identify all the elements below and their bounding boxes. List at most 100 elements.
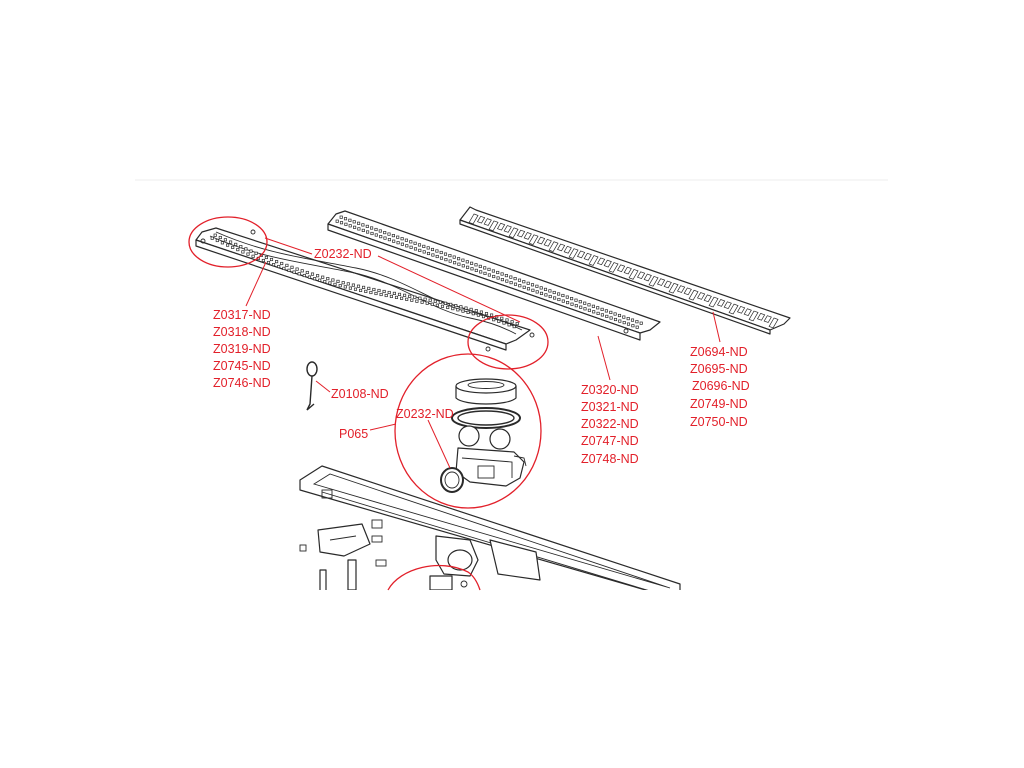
grate-left-wave-perforation bbox=[215, 238, 219, 243]
grate-middle-perforation bbox=[492, 274, 496, 279]
grate-middle-perforation bbox=[553, 296, 557, 300]
grate-left-wave-perforation bbox=[239, 245, 243, 249]
grate-middle-perforation bbox=[426, 251, 431, 256]
grate-left-wave-perforation bbox=[369, 290, 373, 295]
grate-middle-perforation bbox=[609, 310, 613, 314]
grate-middle-perforation bbox=[539, 291, 544, 295]
grate-left-wave-perforation bbox=[272, 263, 276, 267]
grate-right-slot bbox=[748, 310, 759, 322]
grate-left-wave-perforation bbox=[318, 278, 322, 282]
grate-middle-perforation bbox=[465, 260, 469, 264]
grate-right-slot bbox=[703, 294, 712, 303]
grate-left-wave-perforation bbox=[364, 289, 368, 293]
grate-right-slot bbox=[583, 252, 592, 261]
grate-left-wave-perforation bbox=[292, 270, 296, 274]
grate-middle-perforation bbox=[613, 317, 618, 322]
grate-right-slot bbox=[468, 213, 479, 225]
grate-middle-perforation bbox=[618, 319, 622, 323]
grate-middle-perforation bbox=[470, 261, 474, 265]
grate-middle-perforation bbox=[339, 215, 343, 219]
grate-middle-perforation bbox=[639, 321, 643, 325]
label-gasket: Z0232-ND bbox=[396, 407, 454, 421]
grate-middle-perforation bbox=[422, 250, 426, 254]
grate-middle-perforation bbox=[578, 300, 582, 304]
grate-middle-perforation bbox=[392, 239, 396, 243]
grate-middle-perforation bbox=[461, 258, 465, 262]
grate-middle-perforation bbox=[587, 308, 591, 312]
grate-left-wave-perforation bbox=[343, 285, 347, 289]
grate-right-slot bbox=[597, 257, 606, 266]
grate-right-slot bbox=[577, 250, 586, 259]
grate-left-wave-perforation bbox=[469, 307, 473, 311]
grate-middle-perforation bbox=[622, 315, 626, 319]
grate-left-wave-perforation bbox=[254, 251, 258, 255]
grate-left-wave-perforation bbox=[425, 301, 429, 305]
grate-left-wave-perforation bbox=[454, 304, 458, 308]
grate-middle-perforation bbox=[457, 262, 461, 266]
grate-middle-perforation bbox=[526, 281, 530, 285]
grate-left-wave-perforation bbox=[476, 313, 480, 317]
grate-left-hole-c bbox=[485, 346, 491, 352]
grate-middle-perforation bbox=[505, 279, 509, 283]
grate-right-slot bbox=[537, 236, 546, 245]
grate-left-wave-perforation bbox=[236, 248, 240, 252]
grate-right-slot bbox=[588, 255, 599, 266]
grate-left-wave-perforation bbox=[379, 292, 383, 297]
callout-circle-siphon bbox=[394, 353, 542, 509]
grate-right-slot bbox=[677, 285, 686, 293]
grate-left-wave-perforation bbox=[464, 306, 468, 310]
grate-right-slot bbox=[483, 218, 492, 226]
grate-middle-perforation bbox=[478, 264, 482, 268]
grate-right-slot bbox=[668, 282, 679, 294]
grate-middle-perforation bbox=[557, 297, 561, 302]
grate-middle-perforation bbox=[500, 272, 504, 276]
grate-middle-perforation bbox=[604, 309, 608, 313]
grate-left-wave-perforation bbox=[290, 265, 294, 269]
grate-left-wave-perforation bbox=[443, 301, 448, 305]
grate-left-wave-perforation bbox=[264, 255, 268, 260]
grate-left-wave-perforation bbox=[297, 272, 301, 276]
leader-gasket bbox=[427, 419, 451, 469]
grate-left-wave-perforation bbox=[285, 263, 289, 267]
grate-middle-perforation bbox=[509, 275, 513, 279]
label-mid-grate-3: Z0322-ND bbox=[581, 417, 639, 431]
grate-middle-perforation bbox=[400, 237, 404, 241]
label-right-grate-2: Z0695-ND bbox=[690, 362, 748, 376]
grate-middle-perforation bbox=[630, 318, 635, 322]
leader-siphon bbox=[369, 423, 397, 431]
grate-middle-perforation bbox=[609, 316, 613, 320]
grate-right-slot bbox=[548, 241, 559, 252]
grate-left-wave-perforation bbox=[394, 295, 399, 299]
grate-middle-perforation bbox=[344, 222, 348, 226]
grate-middle-perforation bbox=[513, 282, 518, 286]
grate-left-wave-perforation bbox=[408, 294, 412, 298]
grate-left-wave-perforation bbox=[512, 325, 516, 329]
grate-right bbox=[459, 206, 791, 335]
grate-middle-perforation bbox=[531, 288, 535, 292]
grate-right-slot bbox=[717, 299, 726, 307]
grate-middle-perforation bbox=[439, 256, 444, 260]
grate-left-wave-perforation bbox=[241, 250, 245, 254]
grate-middle-perforation bbox=[583, 307, 587, 311]
grate-middle-perforation bbox=[535, 290, 539, 294]
grate-middle-perforation bbox=[479, 270, 483, 274]
leader-pin bbox=[315, 380, 331, 393]
grate-right-slot bbox=[737, 306, 746, 314]
grate-right-slot bbox=[603, 259, 612, 268]
grate-left-wave-perforation bbox=[280, 261, 284, 266]
grate-middle-perforation bbox=[404, 238, 408, 242]
grate-left-wave-perforation bbox=[420, 300, 424, 304]
grate-middle-perforation bbox=[435, 249, 439, 253]
grate-left-hole-d bbox=[529, 332, 535, 338]
grate-middle-perforation bbox=[417, 243, 422, 247]
grate-right-slot bbox=[508, 227, 519, 239]
grate-left bbox=[195, 227, 535, 352]
grate-left-wave-perforation bbox=[316, 274, 320, 278]
callout-circle-grate-end-right bbox=[467, 314, 549, 370]
grate-middle-perforation bbox=[378, 229, 382, 233]
grate-left-wave-perforation bbox=[392, 291, 396, 295]
grate-left-wave-perforation bbox=[277, 264, 281, 269]
grate-left-wave-perforation bbox=[333, 282, 337, 286]
grate-right-slot bbox=[623, 266, 632, 275]
grate-left-wave-perforation bbox=[367, 286, 371, 290]
